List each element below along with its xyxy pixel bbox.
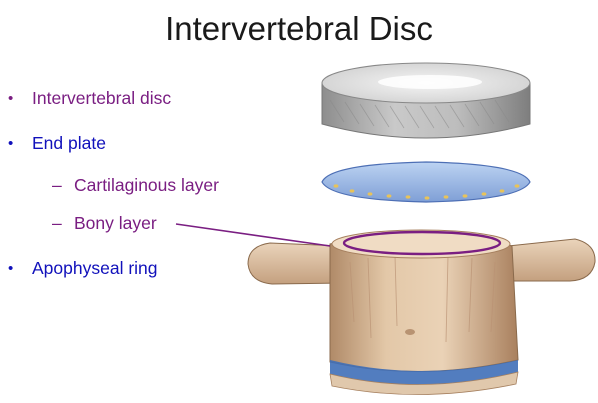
- callout-line: [176, 224, 330, 246]
- intervertebral-disc-drawing: [322, 63, 530, 138]
- cartilaginous-endplate-drawing: [322, 162, 530, 202]
